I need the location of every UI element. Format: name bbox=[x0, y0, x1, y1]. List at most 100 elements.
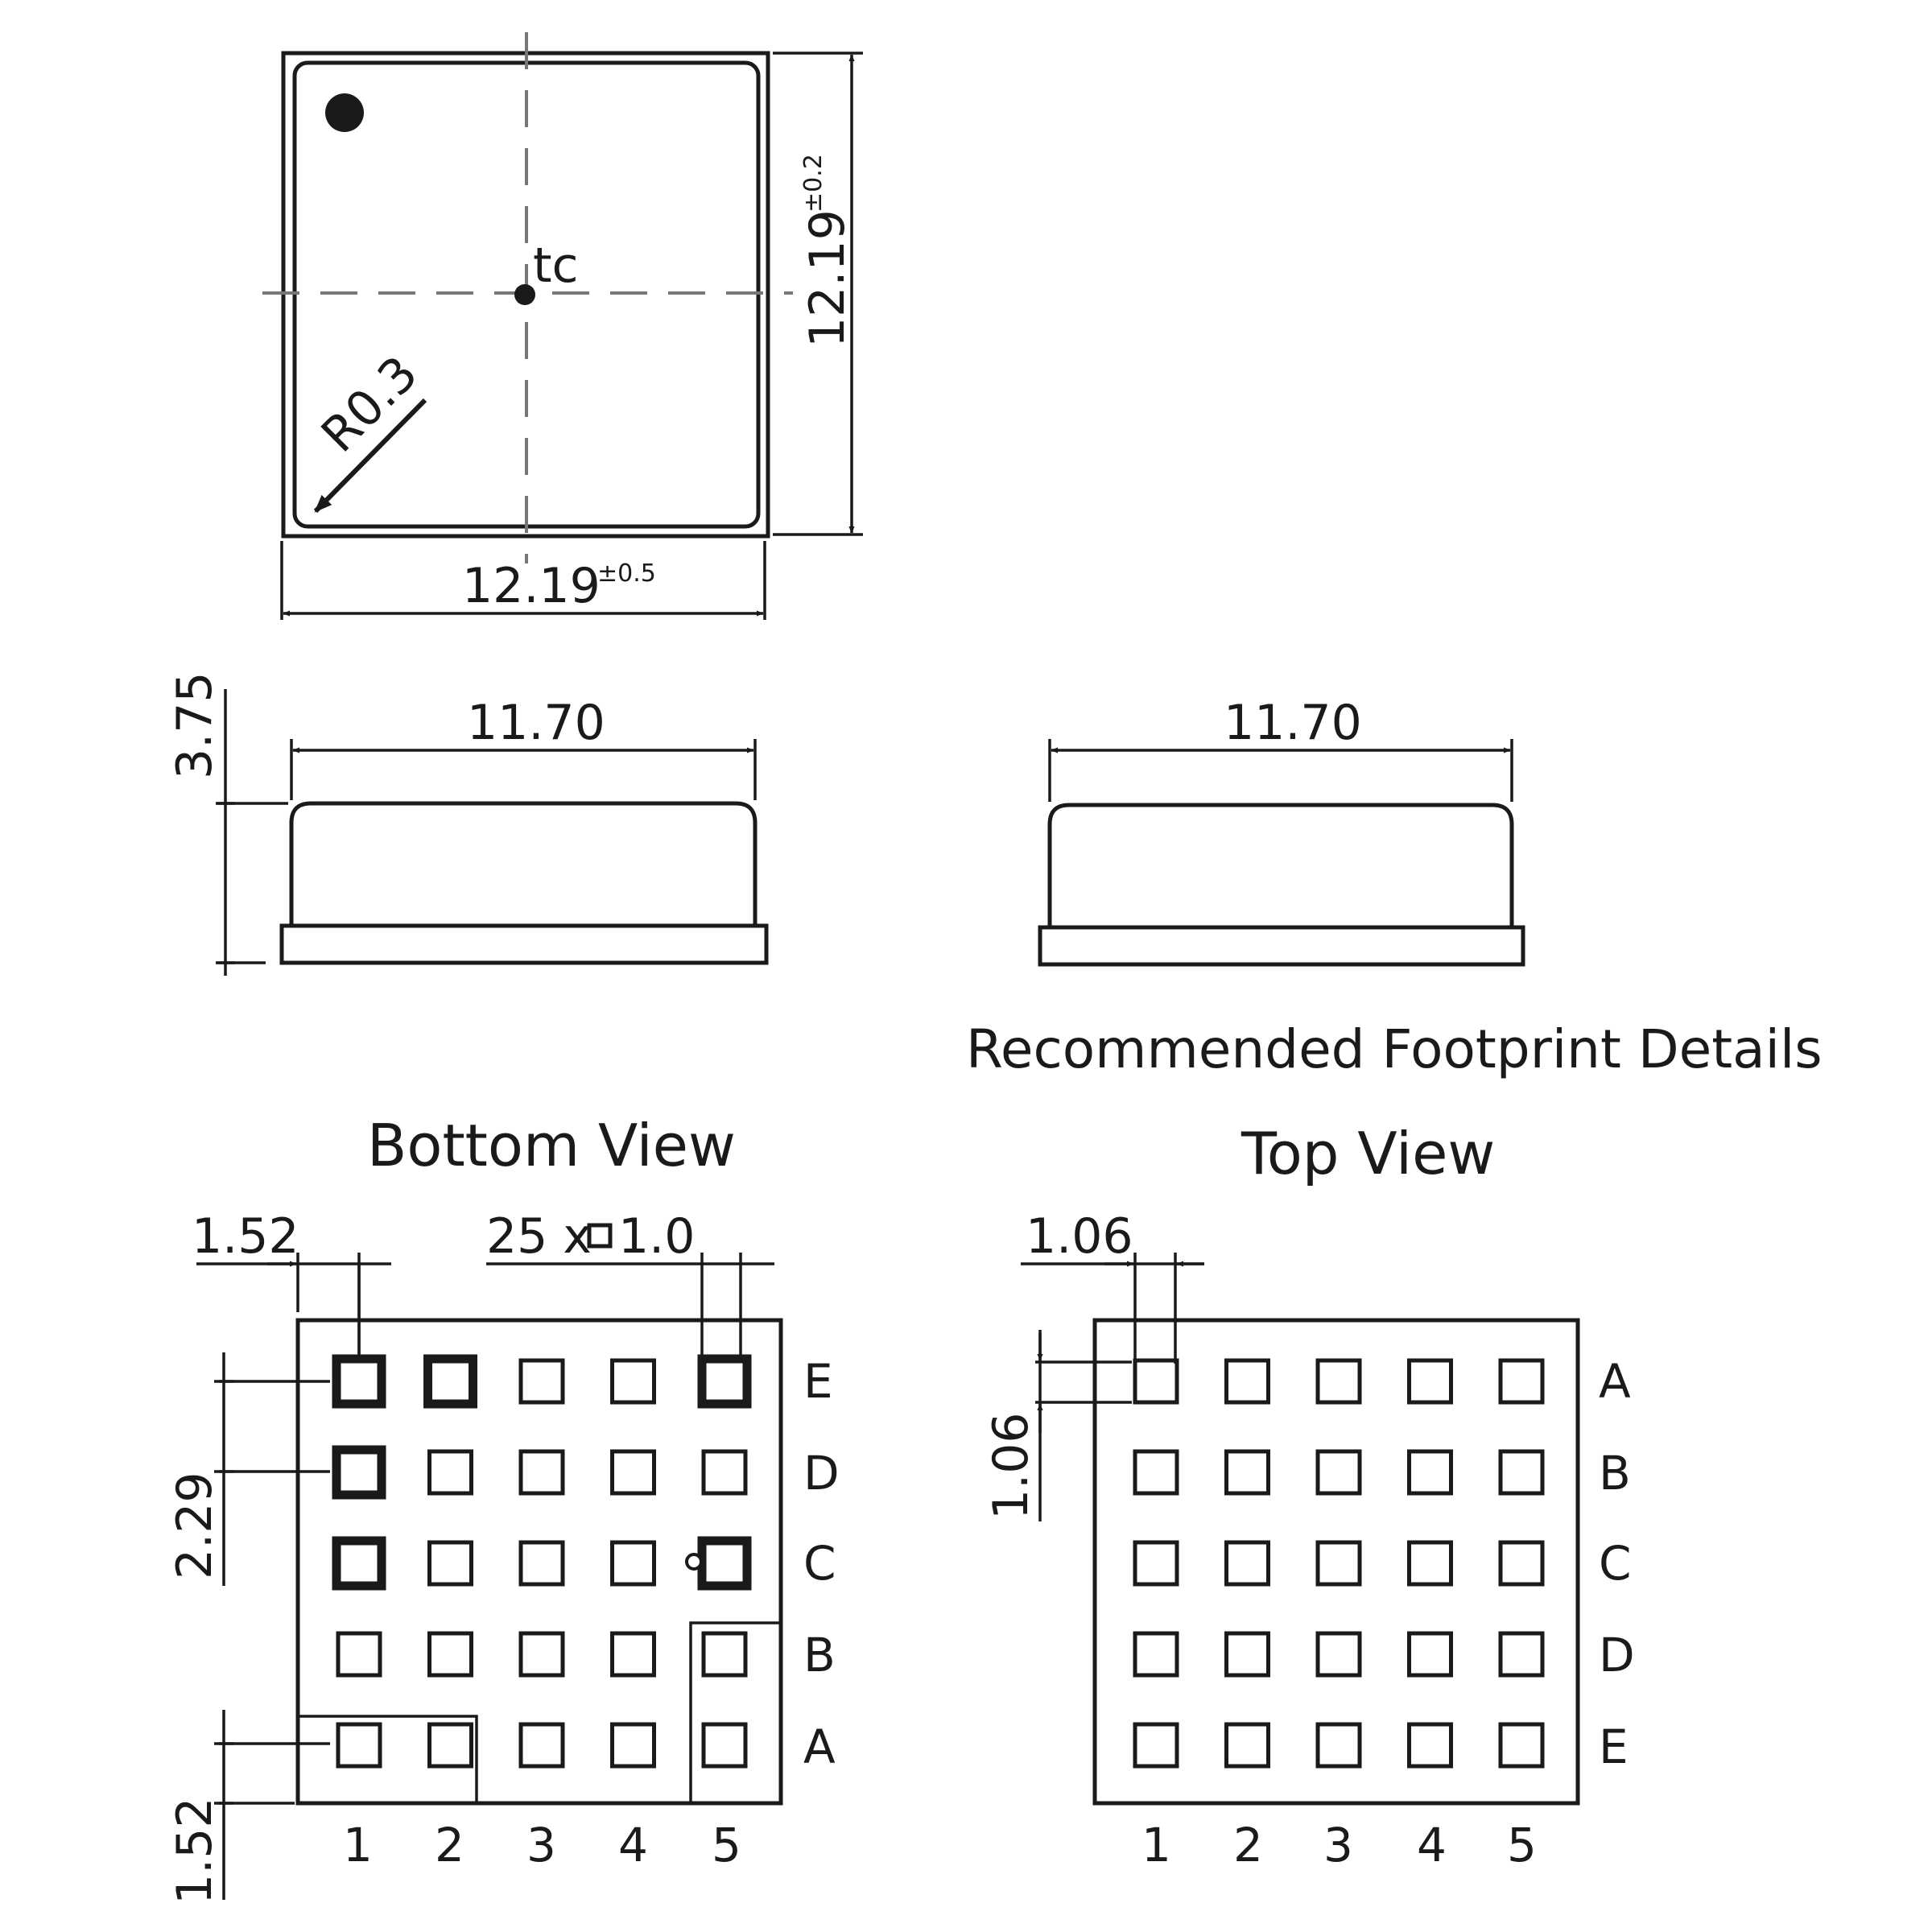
bottom-row-label-5: A bbox=[803, 1719, 836, 1774]
bottom-pad-b1 bbox=[336, 1631, 382, 1678]
top-pad-c1 bbox=[1133, 1540, 1179, 1587]
top-pad-c5 bbox=[1498, 1540, 1545, 1587]
top-pad-d3 bbox=[1315, 1631, 1362, 1678]
bottom-edge-label: 1.52 bbox=[167, 1797, 223, 1905]
top-pad-width-label: 1.06 bbox=[1026, 1208, 1133, 1265]
top-pad-e2 bbox=[1224, 1722, 1270, 1769]
bottom-row-span-label: 2.29 bbox=[167, 1472, 223, 1579]
side-width-label-right: 11.70 bbox=[1224, 695, 1362, 751]
side-base-outline-right bbox=[1038, 925, 1525, 967]
side-base-outline bbox=[279, 923, 769, 965]
bottom-col-label-3: 3 bbox=[526, 1818, 556, 1872]
top-pad-d2 bbox=[1224, 1631, 1270, 1678]
bottom-pad-size-label: 1.0 bbox=[618, 1208, 695, 1265]
top-pad-d5 bbox=[1498, 1631, 1545, 1678]
side-body-outline-right bbox=[1047, 803, 1514, 927]
top-pad-a4 bbox=[1407, 1358, 1453, 1405]
side-view-right: 11.70 bbox=[1038, 695, 1525, 967]
side-body-outline bbox=[289, 801, 758, 926]
top-pad-a3 bbox=[1315, 1358, 1362, 1405]
width-dimension-label: 12.19 bbox=[462, 558, 601, 614]
bottom-row-label-2: D bbox=[803, 1446, 840, 1501]
keepout-outline-right bbox=[689, 1621, 781, 1803]
top-pad-b5 bbox=[1498, 1449, 1545, 1496]
top-pad-e3 bbox=[1315, 1722, 1362, 1769]
square-symbol-icon bbox=[587, 1223, 613, 1249]
bottom-view-pad-grid bbox=[332, 1354, 752, 1769]
top-pad-b2 bbox=[1224, 1449, 1270, 1496]
bottom-view: E D C B A 1 2 3 4 5 1.52 25 x 1.0 2.29 bbox=[167, 1208, 840, 1905]
bottom-view-title: Bottom View bbox=[367, 1112, 736, 1179]
top-pad-a1 bbox=[1133, 1358, 1179, 1405]
bottom-col-label-5: 5 bbox=[712, 1818, 741, 1872]
bottom-pad-e3 bbox=[518, 1358, 565, 1405]
top-view-body bbox=[1092, 1318, 1580, 1806]
bottom-col-label-2: 2 bbox=[435, 1818, 464, 1872]
bottom-pad-d5 bbox=[701, 1449, 748, 1496]
thermal-center-label: tc bbox=[533, 237, 579, 294]
bottom-pad-c3 bbox=[518, 1540, 565, 1587]
top-row-label-2: B bbox=[1599, 1446, 1631, 1501]
top-view-title: Top View bbox=[1241, 1120, 1495, 1187]
bottom-pitch-label: 1.52 bbox=[192, 1208, 299, 1265]
width-tolerance-label: ±0.5 bbox=[597, 559, 656, 588]
top-row-label-3: C bbox=[1599, 1536, 1632, 1591]
top-pad-c3 bbox=[1315, 1540, 1362, 1587]
top-outline-view: tc R0.3 12.19 ±0.5 12.19 ±0.2 bbox=[262, 32, 863, 620]
top-pad-d1 bbox=[1133, 1631, 1179, 1678]
top-row-label-4: D bbox=[1599, 1628, 1635, 1682]
bottom-pad-c5 bbox=[697, 1536, 752, 1591]
corner-radius-label: R0.3 bbox=[311, 345, 428, 463]
top-pad-b3 bbox=[1315, 1449, 1362, 1496]
bottom-pad-a3 bbox=[518, 1722, 565, 1769]
top-pad-c4 bbox=[1407, 1540, 1453, 1587]
top-pad-e1 bbox=[1133, 1722, 1179, 1769]
bottom-row-label-4: B bbox=[803, 1628, 836, 1682]
top-pad-e5 bbox=[1498, 1722, 1545, 1769]
top-col-label-4: 4 bbox=[1417, 1818, 1447, 1872]
bottom-pad-d3 bbox=[518, 1449, 565, 1496]
bottom-row-label-1: E bbox=[803, 1354, 833, 1409]
bottom-pad-a1 bbox=[336, 1722, 382, 1769]
footprint-heading: Recommended Footprint Details bbox=[966, 1018, 1823, 1080]
bottom-pad-e4 bbox=[610, 1358, 656, 1405]
bottom-pad-b2 bbox=[427, 1631, 473, 1678]
top-pad-a2 bbox=[1224, 1358, 1270, 1405]
bottom-pad-c4 bbox=[610, 1540, 656, 1587]
top-pad-d4 bbox=[1407, 1631, 1453, 1678]
top-col-label-3: 3 bbox=[1323, 1818, 1353, 1872]
top-col-label-5: 5 bbox=[1507, 1818, 1537, 1872]
corner-radius-leader bbox=[313, 398, 427, 514]
bottom-col-label-4: 4 bbox=[618, 1818, 648, 1872]
top-pad-e4 bbox=[1407, 1722, 1453, 1769]
bottom-col-label-1: 1 bbox=[343, 1818, 373, 1872]
bottom-pad-d1 bbox=[332, 1445, 386, 1500]
top-col-label-2: 2 bbox=[1233, 1818, 1263, 1872]
bottom-view-body bbox=[295, 1318, 783, 1806]
bottom-pad-a4 bbox=[610, 1722, 656, 1769]
top-pad-c2 bbox=[1224, 1540, 1270, 1587]
top-row-label-1: A bbox=[1599, 1354, 1631, 1409]
top-col-label-1: 1 bbox=[1141, 1818, 1171, 1872]
pin-marker-circle bbox=[685, 1553, 703, 1571]
side-view-left: 11.70 3.75 bbox=[167, 671, 769, 976]
keepout-outline-left bbox=[298, 1715, 478, 1803]
top-view-pad-grid bbox=[1133, 1358, 1545, 1769]
bottom-pad-b4 bbox=[610, 1631, 656, 1678]
thermal-center-dot bbox=[514, 284, 535, 305]
bottom-pad-e2 bbox=[423, 1354, 477, 1409]
bottom-pad-note-label: 25 x bbox=[486, 1208, 592, 1265]
bottom-row-label-3: C bbox=[803, 1536, 836, 1591]
top-row-label-5: E bbox=[1599, 1719, 1629, 1774]
side-height-label: 3.75 bbox=[167, 671, 223, 779]
bottom-pad-c1 bbox=[332, 1536, 386, 1591]
top-view: A B C D E 1 2 3 4 5 1.06 1.06 bbox=[983, 1208, 1635, 1872]
bottom-pad-a2 bbox=[427, 1722, 473, 1769]
height-dimension-label: 12.19 bbox=[799, 209, 856, 348]
top-pad-a5 bbox=[1498, 1358, 1545, 1405]
bottom-pad-a5 bbox=[701, 1722, 748, 1769]
side-width-label: 11.70 bbox=[467, 695, 605, 751]
bottom-pad-c2 bbox=[427, 1540, 473, 1587]
height-tolerance-label: ±0.2 bbox=[799, 154, 828, 213]
